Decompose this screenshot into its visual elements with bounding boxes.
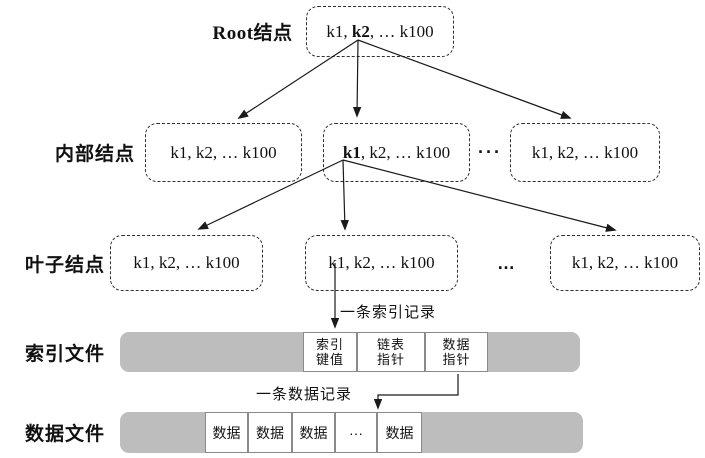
- arrow-data-pointer-to-data-record: [373, 374, 459, 410]
- internal-3-keys: k1, k2, … k100: [531, 142, 639, 162]
- leaf-1-keys: k1, k2, … k100: [133, 253, 240, 272]
- index-key-cell: 索引键值: [303, 332, 357, 372]
- leaf-node-box-2: k1, k2, … k100: [305, 235, 458, 291]
- label-internal-node: 内部结点: [54, 144, 135, 165]
- root-keys-bold: k2: [351, 21, 370, 41]
- data-cell-ellipsis: ···: [335, 412, 377, 453]
- root-node-box: k1, k2, … k100: [306, 6, 454, 57]
- data-record-label: 一条数据记录: [256, 386, 353, 403]
- data-cell-2: 数据: [248, 412, 292, 453]
- root-keys-post: , … k100: [369, 21, 434, 41]
- internal-node-box-3: k1, k2, … k100: [510, 123, 660, 182]
- leaf-node-box-1: k1, k2, … k100: [110, 235, 263, 291]
- data-pointer-line2: 指针: [442, 352, 471, 367]
- label-data-file: 数据文件: [24, 424, 105, 445]
- list-pointer-cell: 链表指针: [357, 332, 425, 372]
- internal-2-keys-post: , k2, … k100: [360, 142, 451, 162]
- internal-row-ellipsis: ···: [478, 142, 502, 162]
- leaf-3-keys: k1, k2, … k100: [571, 253, 679, 272]
- data-cell-3: 数据: [292, 412, 335, 453]
- index-key-line1: 索引: [315, 337, 344, 352]
- root-keys-pre: k1,: [326, 21, 352, 41]
- list-pointer-line2: 指针: [376, 352, 405, 367]
- data-pointer-cell: 数据指针: [425, 332, 488, 372]
- data-cell-4: 数据: [377, 412, 422, 453]
- label-index-file: 索引文件: [24, 343, 105, 365]
- label-leaf-node: 叶子结点: [24, 254, 105, 276]
- index-key-line2: 键值: [315, 352, 344, 367]
- internal-node-box-2: k1, k2, … k100: [323, 123, 470, 182]
- internal-node-box-1: k1, k2, … k100: [145, 123, 302, 182]
- internal-1-keys: k1, k2, … k100: [170, 142, 277, 162]
- label-root-node: Root结点: [212, 23, 293, 44]
- index-record-label: 一条索引记录: [340, 304, 437, 321]
- leaf-node-box-3: k1, k2, … k100: [550, 235, 700, 291]
- internal-2-keys-bold: k1: [342, 142, 361, 162]
- data-pointer-line1: 数据: [442, 337, 471, 352]
- data-cell-1: 数据: [205, 412, 248, 453]
- leaf-2-keys: k1, k2, … k100: [328, 253, 435, 272]
- leaf-row-ellipsis: …: [497, 252, 517, 273]
- list-pointer-line1: 链表: [376, 337, 405, 352]
